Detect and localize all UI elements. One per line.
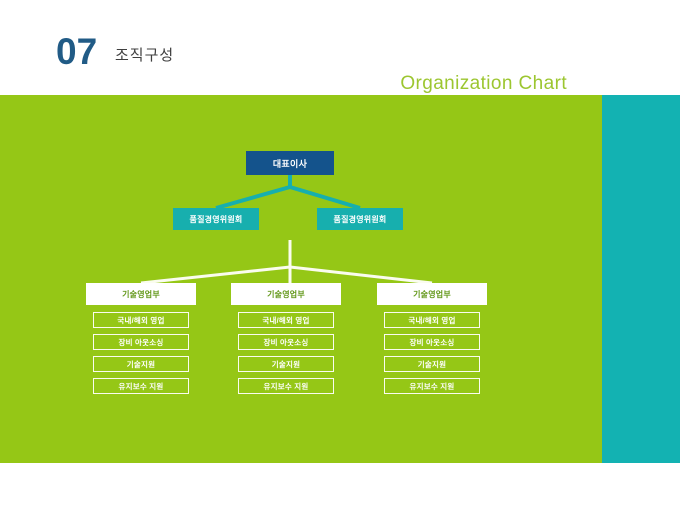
org-node-sub-item[interactable]: 장비 아웃소싱 bbox=[93, 334, 189, 350]
org-node-sub-item[interactable]: 유지보수 지원 bbox=[93, 378, 189, 394]
org-node-sub-item[interactable]: 기술지원 bbox=[384, 356, 480, 372]
org-node-committee-left[interactable]: 품질경영위원회 bbox=[173, 208, 259, 230]
org-department-column: 기술영업부 국내/해외 영업 장비 아웃소싱 기술지원 유지보수 지원 bbox=[86, 283, 196, 400]
org-node-department[interactable]: 기술영업부 bbox=[86, 283, 196, 305]
org-node-sub-item[interactable]: 국내/해외 영업 bbox=[93, 312, 189, 328]
slide-title-english: Organization Chart bbox=[400, 73, 567, 94]
slide-subject-title: 조직구성 bbox=[115, 47, 175, 64]
org-node-sub-item[interactable]: 유지보수 지원 bbox=[384, 378, 480, 394]
slide-header: 07 조직구성 Organization Chart bbox=[0, 0, 680, 95]
org-node-committee-right[interactable]: 품질경영위원회 bbox=[317, 208, 403, 230]
org-node-sub-item[interactable]: 기술지원 bbox=[238, 356, 334, 372]
org-node-sub-item[interactable]: 유지보수 지원 bbox=[238, 378, 334, 394]
org-node-sub-item[interactable]: 기술지원 bbox=[93, 356, 189, 372]
org-node-sub-item[interactable]: 장비 아웃소싱 bbox=[384, 334, 480, 350]
organization-chart: 대표이사 품질경영위원회 품질경영위원회 기술영업부 국내/해외 영업 장비 아… bbox=[0, 95, 602, 463]
org-node-sub-item[interactable]: 국내/해외 영업 bbox=[238, 312, 334, 328]
org-node-department[interactable]: 기술영업부 bbox=[377, 283, 487, 305]
slide-number: 07 bbox=[56, 31, 98, 72]
teal-accent-panel bbox=[602, 95, 680, 463]
org-node-ceo[interactable]: 대표이사 bbox=[246, 151, 334, 175]
chart-connector-lines bbox=[140, 175, 433, 285]
org-node-sub-item[interactable]: 장비 아웃소싱 bbox=[238, 334, 334, 350]
org-department-column: 기술영업부 국내/해외 영업 장비 아웃소싱 기술지원 유지보수 지원 bbox=[231, 283, 341, 400]
org-department-column: 기술영업부 국내/해외 영업 장비 아웃소싱 기술지원 유지보수 지원 bbox=[377, 283, 487, 400]
org-node-department[interactable]: 기술영업부 bbox=[231, 283, 341, 305]
org-node-sub-item[interactable]: 국내/해외 영업 bbox=[384, 312, 480, 328]
